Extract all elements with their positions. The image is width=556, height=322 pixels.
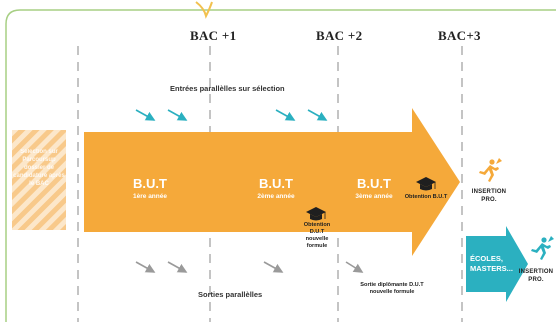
graduation-cap-icon bbox=[306, 207, 326, 221]
green-frame bbox=[5, 9, 556, 322]
but-year-1-title: B.U.T bbox=[133, 176, 167, 191]
decorative-squiggle bbox=[195, 1, 213, 19]
but-year-2-label: 2ème année bbox=[257, 193, 295, 200]
insertion-pro-label-2: Insertion Pro. bbox=[518, 269, 554, 283]
runner-icon bbox=[531, 236, 554, 260]
parallel-arrow-icon bbox=[167, 109, 188, 121]
exit-arrows bbox=[135, 261, 364, 273]
level-bac-1: BAC +1 bbox=[190, 28, 237, 43]
sortie-diplomante-label: Sortie diplômante D.U.T nouvelle formule bbox=[360, 282, 424, 295]
insertion-pro-label: Insertion Pro. bbox=[471, 189, 507, 203]
selection-block bbox=[12, 130, 66, 230]
selection-note: Sélection sur Parcoursup dossier de cand… bbox=[13, 149, 65, 187]
but-year-3-title: B.U.T bbox=[357, 176, 391, 191]
graduation-cap-icon bbox=[416, 177, 436, 191]
but-year-3-label: 3ème année bbox=[355, 193, 393, 200]
parallel-arrow-icon bbox=[135, 109, 156, 121]
sorties-paralleles-label: Sorties parallèlles bbox=[198, 290, 263, 299]
dashed-dividers bbox=[77, 46, 463, 322]
parallel-arrow-icon bbox=[167, 261, 188, 273]
entrees-paralleles-label: Entrées parallèlles sur sélection bbox=[170, 84, 285, 93]
runner-icon bbox=[479, 158, 502, 182]
obtention-dut-label: Obtention D.U.T nouvelle formule bbox=[303, 222, 331, 249]
ecoles-teal-arrow bbox=[466, 226, 528, 302]
but-year-2-title: B.U.T bbox=[259, 176, 293, 191]
parallel-arrow-icon bbox=[263, 261, 284, 273]
parallel-arrow-icon bbox=[307, 109, 328, 121]
level-bac-2: BAC +2 bbox=[316, 28, 363, 43]
but-year-1-label: 1ère année bbox=[133, 193, 167, 200]
entry-arrows bbox=[135, 109, 328, 121]
parallel-arrow-icon bbox=[345, 261, 364, 273]
main-orange-arrow bbox=[84, 108, 460, 256]
ecoles-masters-label: Écoles, Masters... bbox=[470, 254, 513, 273]
parallel-arrow-icon bbox=[275, 109, 296, 121]
obtention-but-label: Obtention B.U.T bbox=[404, 194, 448, 200]
parallel-arrow-icon bbox=[135, 261, 156, 273]
level-bac-3: BAC+3 bbox=[438, 28, 481, 43]
